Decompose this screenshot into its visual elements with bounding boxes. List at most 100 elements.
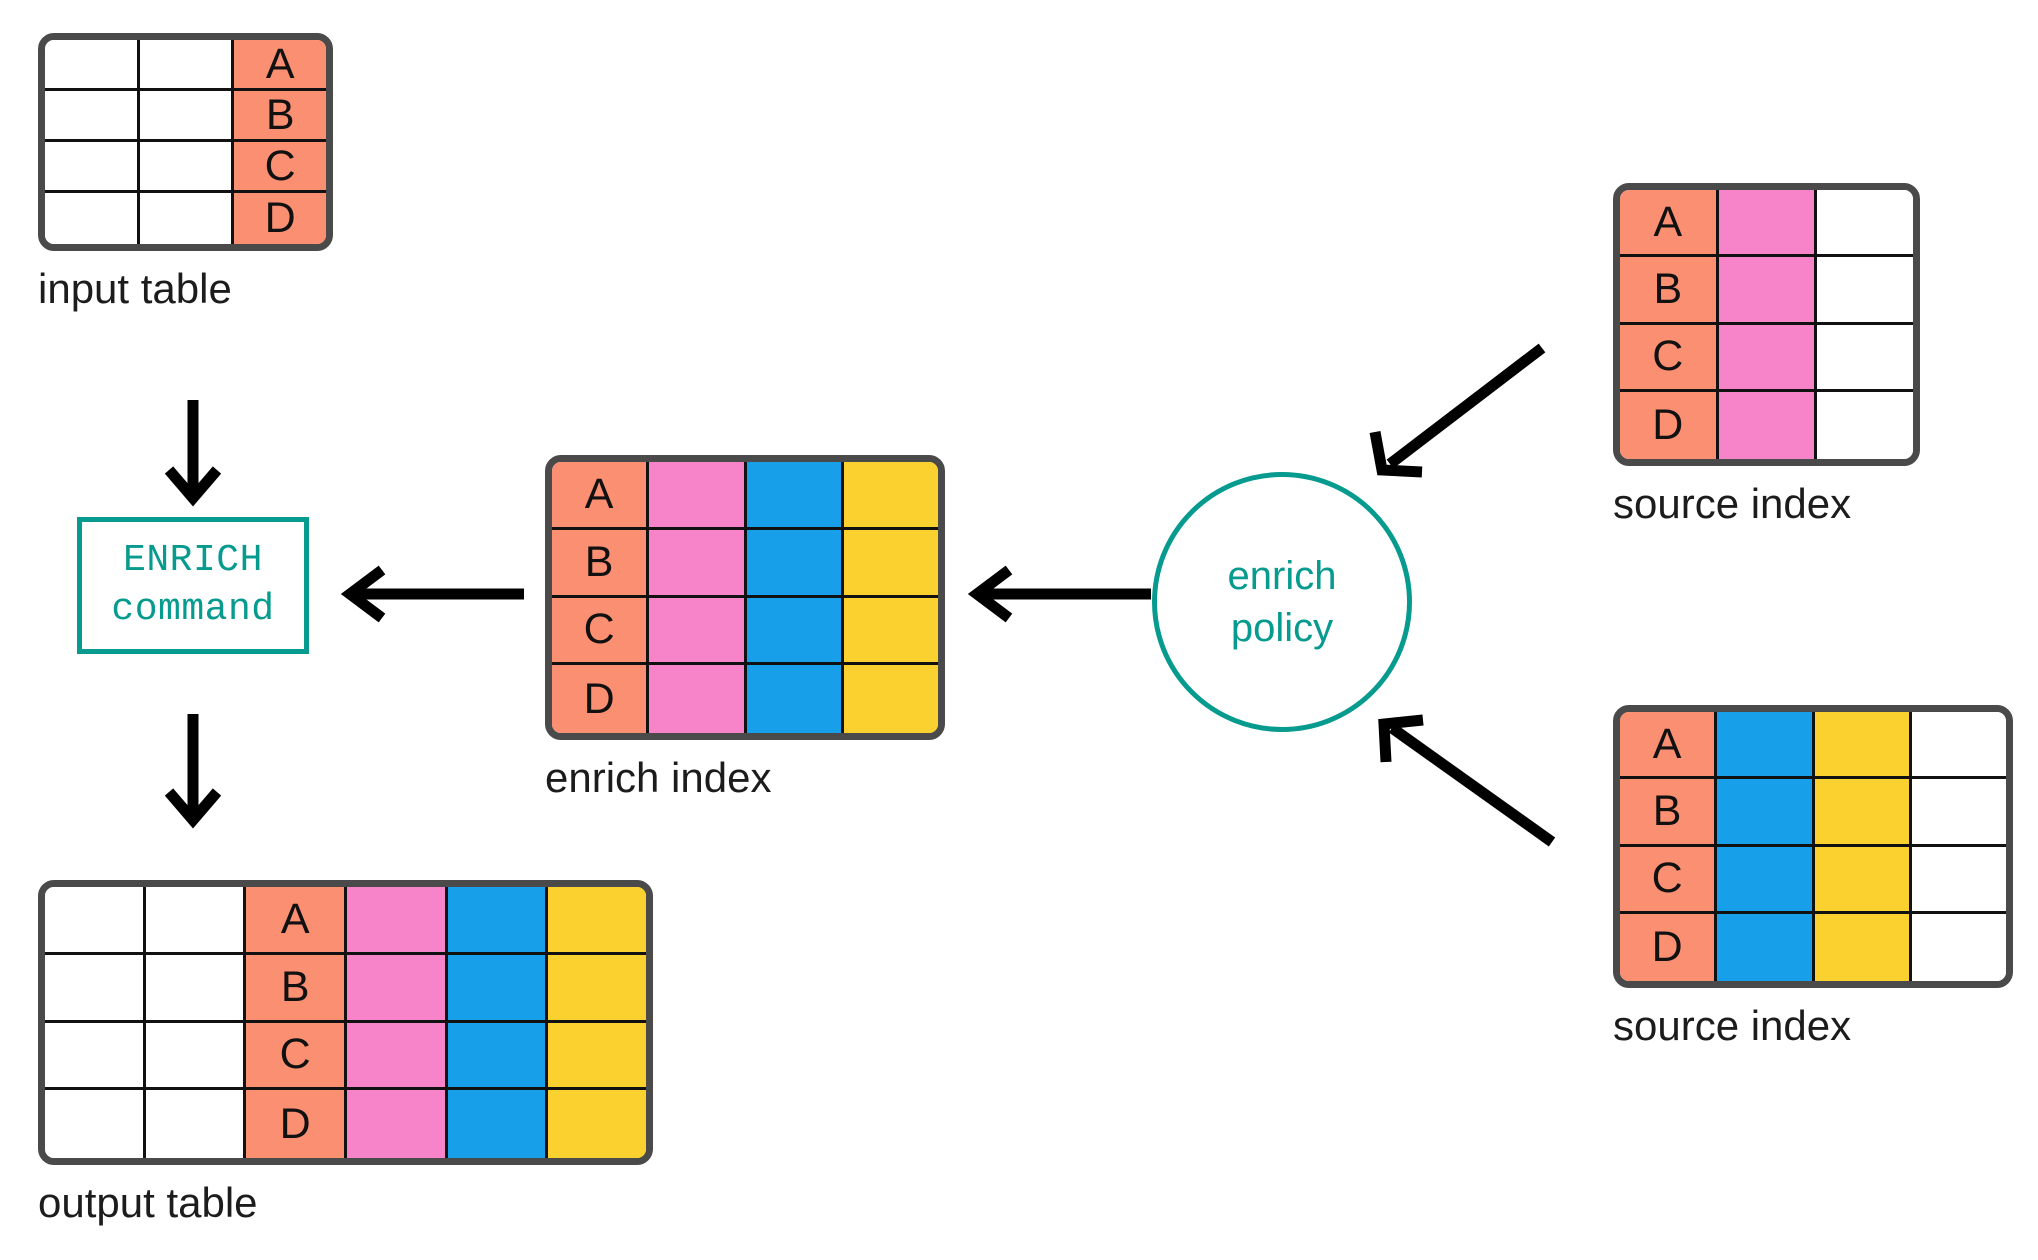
table-cell	[145, 1090, 247, 1158]
enrich-command-box[interactable]: ENRICH command	[77, 517, 309, 654]
input-table: A B C D	[38, 33, 333, 251]
table-cell	[45, 142, 140, 193]
enrich-index-table: A B C D	[545, 455, 945, 740]
table-cell	[145, 1022, 247, 1091]
table-cell-key: C	[234, 142, 326, 193]
table-cell	[746, 529, 844, 598]
source-index-bottom-caption: source index	[1613, 1002, 1852, 1049]
table-cell	[447, 887, 549, 955]
enrich-command-line2: command	[111, 587, 275, 631]
table-cell-key: D	[246, 1090, 348, 1158]
table-cell	[347, 954, 448, 1023]
table-row: A	[552, 462, 938, 530]
table-row: B	[552, 529, 938, 598]
table-cell	[347, 1090, 448, 1158]
table-cell	[548, 1022, 646, 1091]
table-cell	[548, 1090, 646, 1158]
table-cell	[145, 954, 247, 1023]
arrow-policy-to-enrich-index	[967, 565, 1151, 623]
table-cell	[843, 462, 938, 530]
table-cell	[347, 1022, 448, 1091]
table-cell	[649, 529, 747, 598]
table-cell-key: C	[552, 597, 650, 666]
arrow-source-index-top-to-policy	[1369, 343, 1546, 478]
table-cell	[843, 529, 938, 598]
table-cell	[45, 1022, 146, 1091]
table-row: D	[1620, 391, 1913, 459]
table-row: A	[1620, 712, 2006, 780]
table-cell	[139, 91, 235, 142]
table-row: C	[552, 597, 938, 666]
table-cell	[746, 665, 844, 733]
table-cell	[139, 40, 235, 91]
table-cell	[746, 462, 844, 530]
table-cell	[1911, 913, 2006, 981]
table-cell-key: B	[234, 91, 326, 142]
table-cell	[843, 597, 938, 666]
table-row: A	[45, 40, 326, 91]
table-cell	[447, 954, 549, 1023]
table-cell	[1817, 190, 1913, 258]
source-index-top-block: A B C D source index	[1613, 183, 1920, 528]
table-cell	[1717, 779, 1815, 847]
table-row: C	[1620, 846, 2006, 914]
table-cell-key: A	[1620, 712, 1718, 780]
table-cell	[45, 40, 140, 91]
table-cell	[1718, 391, 1818, 459]
table-row: D	[1620, 913, 2006, 981]
table-cell	[843, 665, 938, 733]
enrich-policy-line1: enrich	[1227, 554, 1337, 598]
table-cell	[447, 1090, 549, 1158]
arrow-enrich-index-to-command	[340, 565, 524, 623]
table-row: B	[45, 954, 646, 1023]
table-cell	[649, 462, 747, 530]
table-cell	[45, 193, 140, 244]
source-index-top-table: A B C D	[1613, 183, 1920, 466]
source-index-bottom-block: A B C D so	[1613, 705, 2013, 1050]
table-cell	[1718, 324, 1818, 392]
table-row: D	[45, 1090, 646, 1158]
enrich-index-caption: enrich index	[545, 754, 772, 801]
table-cell	[1718, 257, 1818, 325]
table-cell-key: C	[246, 1022, 348, 1091]
table-cell	[447, 1022, 549, 1091]
table-cell	[1717, 712, 1815, 780]
table-row: D	[552, 665, 938, 733]
table-cell	[1911, 779, 2006, 847]
table-cell-key: C	[1620, 324, 1719, 392]
table-cell	[649, 665, 747, 733]
table-cell	[347, 887, 448, 955]
arrow-input-to-command	[164, 400, 222, 507]
table-row: A	[45, 887, 646, 955]
enrich-command-line1: ENRICH	[123, 538, 263, 582]
table-cell-key: D	[1620, 391, 1719, 459]
enrich-index-block: A B C D en	[545, 455, 945, 802]
table-cell-key: A	[246, 887, 348, 955]
table-cell	[1817, 391, 1913, 459]
table-cell	[746, 597, 844, 666]
input-table-caption: input table	[38, 265, 232, 312]
table-cell	[548, 954, 646, 1023]
table-cell	[1814, 779, 1912, 847]
table-cell-key: B	[246, 954, 348, 1023]
output-table-caption: output table	[38, 1179, 258, 1226]
table-cell-key: A	[234, 40, 326, 91]
enrich-policy-line2: policy	[1230, 606, 1334, 650]
table-cell-key: A	[1620, 190, 1719, 258]
enrich-policy-node[interactable]: enrich policy	[1152, 472, 1412, 732]
table-cell	[1717, 913, 1815, 981]
table-cell-key: A	[552, 462, 650, 530]
table-row: B	[45, 91, 326, 142]
table-cell-key: C	[1620, 846, 1718, 914]
table-cell	[548, 887, 646, 955]
table-cell-key: B	[552, 529, 650, 598]
table-cell	[1817, 324, 1913, 392]
table-cell-key: D	[234, 193, 326, 244]
table-cell	[1718, 190, 1818, 258]
table-cell	[1814, 913, 1912, 981]
table-cell	[1717, 846, 1815, 914]
table-cell	[139, 142, 235, 193]
table-row: A	[1620, 190, 1913, 258]
table-cell	[45, 887, 146, 955]
